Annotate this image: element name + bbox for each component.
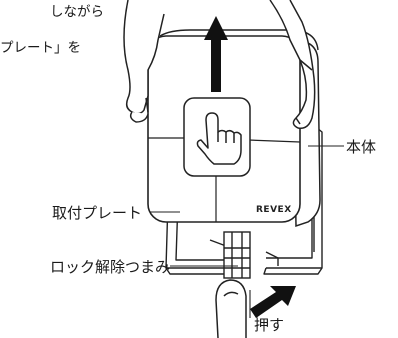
label-mounting-plate: 取付プレート [52, 204, 142, 222]
arrow-push-icon [250, 286, 296, 318]
hands-holding-device [123, 0, 316, 130]
intro-text-line1: しながら [50, 4, 104, 20]
leader-lines [150, 145, 344, 318]
label-lock-release-knob: ロック解除つまみ [50, 258, 170, 276]
intro-text-line2: プレート」を [0, 40, 81, 56]
main-body [147, 29, 321, 228]
lock-release-knob [223, 231, 251, 279]
arrow-up-icon [204, 16, 228, 92]
label-push: 押す [254, 316, 284, 334]
hand-pointer-icon [196, 112, 242, 165]
brand-logo: REVEX [256, 205, 292, 215]
label-main-body: 本体 [346, 138, 376, 156]
pushing-finger [215, 279, 247, 338]
